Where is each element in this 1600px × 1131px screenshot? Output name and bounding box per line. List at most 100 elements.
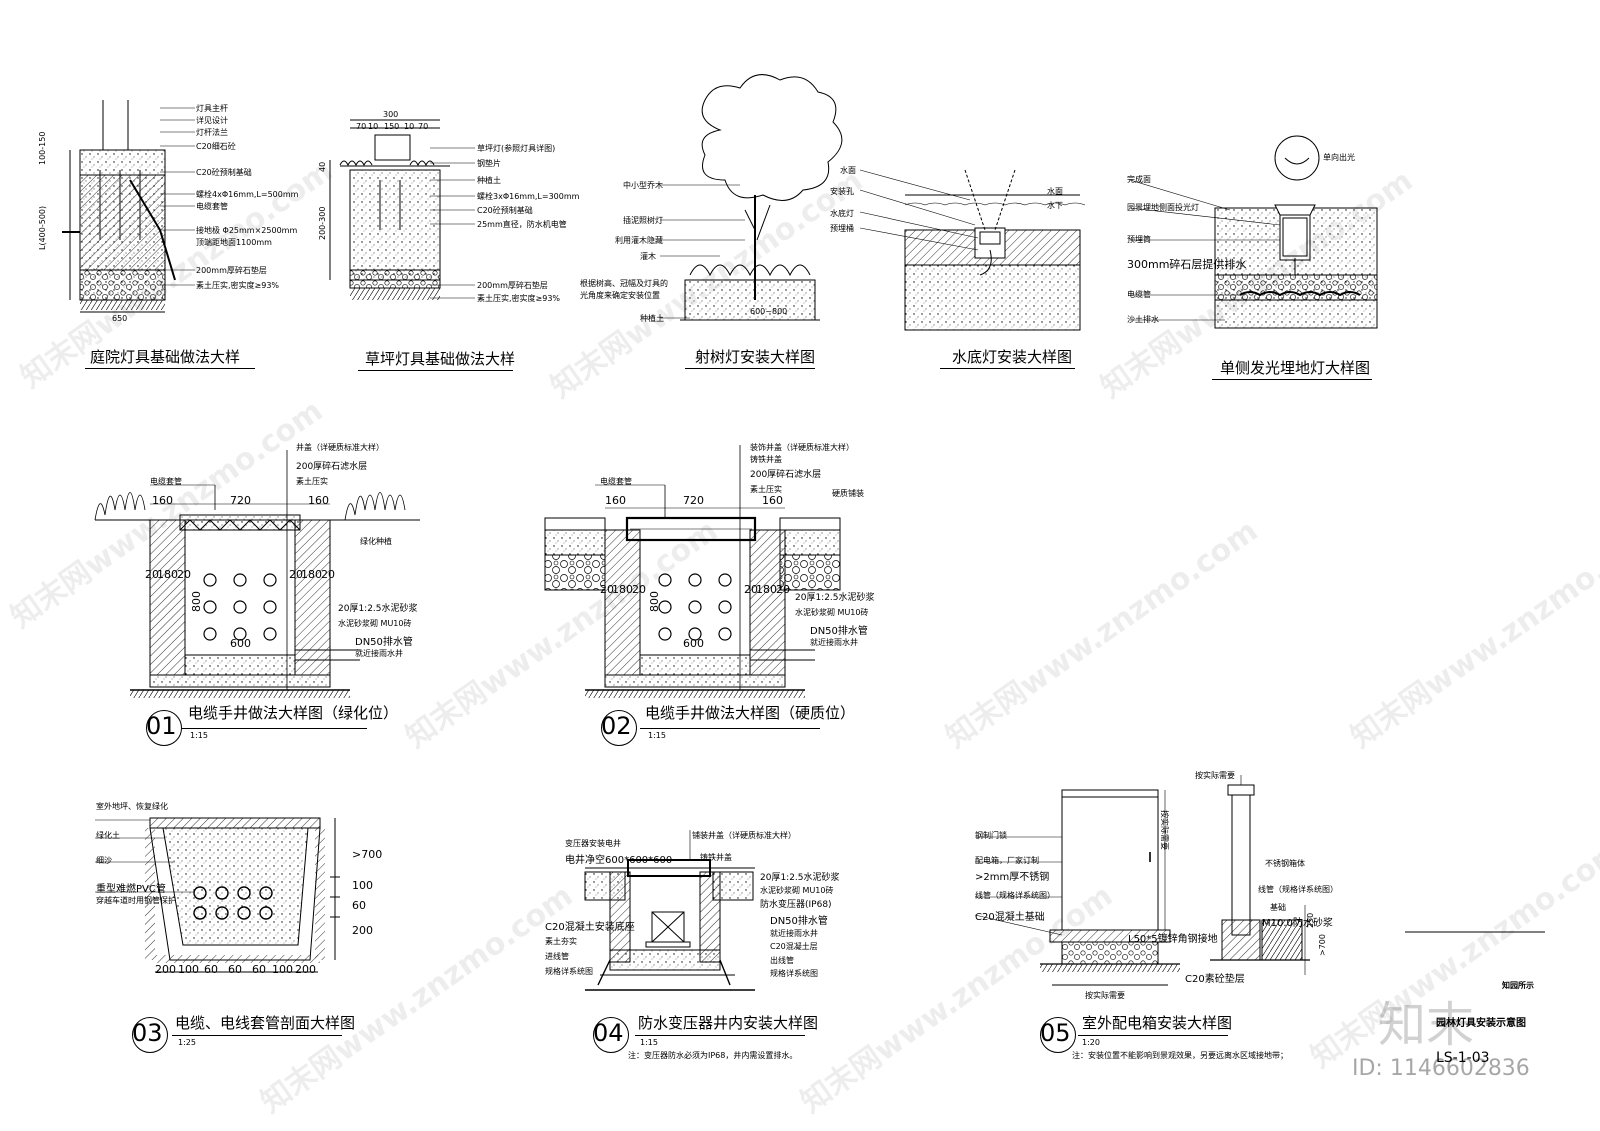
d7-label: 装饰井盖（详硬质标准大样） bbox=[750, 443, 854, 452]
d5-label: 园景埋地侧面投光灯 bbox=[1127, 203, 1199, 212]
d10-label: 按实际需要 bbox=[1085, 991, 1125, 1000]
d1-label: 电缆套管 bbox=[196, 202, 228, 211]
d1-label: 螺栓4xΦ16mm,L=500mm bbox=[196, 190, 299, 199]
d7-dim: 20 bbox=[632, 583, 646, 596]
d1-label: 灯杆法兰 bbox=[196, 128, 228, 137]
detail-scale: 1:25 bbox=[178, 1038, 196, 1047]
detail-number-circle bbox=[132, 1017, 168, 1053]
d6-dim: 160 bbox=[152, 494, 173, 507]
d9-label: C20混凝土安装底座 bbox=[545, 922, 635, 933]
d1-dim: 650 bbox=[112, 314, 128, 323]
d9-label: 规格详系统图 bbox=[545, 967, 593, 976]
d9-note: 注：变压器防水必须为IP68，井内需设置排水。 bbox=[628, 1051, 798, 1060]
detail-8-title: 电缆、电线套管剖面大样图 bbox=[175, 1014, 356, 1032]
frame-label: 知园所示 bbox=[1502, 981, 1534, 990]
d7-dim: 720 bbox=[683, 494, 704, 507]
d9-label: 规格详系统图 bbox=[770, 969, 818, 978]
d2-label: 素土压实,密实度≥93% bbox=[477, 294, 561, 303]
d7-label: 就近接雨水井 bbox=[810, 638, 858, 647]
detail-scale: 1:20 bbox=[1082, 1038, 1100, 1047]
d9-label: 变压器安装电井 bbox=[565, 839, 621, 848]
detail-10-drawing bbox=[974, 775, 1310, 986]
d10-label: M10.0防水砂浆 bbox=[1262, 918, 1333, 929]
d7-label: 素土压实 bbox=[750, 485, 782, 494]
d3-label: 光角度来确定安装位置 bbox=[580, 291, 660, 300]
d7-dim: 160 bbox=[605, 494, 626, 507]
d3-label: 插泥照树灯 bbox=[623, 216, 663, 225]
d2-dim: 300 bbox=[383, 110, 399, 119]
detail-scale: 1:15 bbox=[190, 731, 208, 740]
d9-label: 出线管 bbox=[770, 956, 794, 965]
detail-scale: 1:15 bbox=[640, 1038, 658, 1047]
detail-9-drawing bbox=[584, 830, 755, 991]
d8-label: 细沙 bbox=[96, 856, 112, 865]
d8-dim: 200 bbox=[295, 963, 316, 976]
znzmo-logo: 知末 bbox=[1378, 997, 1475, 1053]
d6-label: 200厚碎石滤水层 bbox=[296, 462, 368, 472]
d8-label: 室外地坪、恢复绿化 bbox=[96, 802, 168, 811]
d7-dim: 160 bbox=[762, 494, 783, 507]
d10-label: 线管（规格详系统图） bbox=[975, 891, 1055, 900]
detail-4-drawing bbox=[859, 169, 1086, 331]
detail-6-drawing bbox=[94, 450, 420, 698]
d2-label: 钢垫片 bbox=[477, 159, 501, 168]
d6-dim: 20 bbox=[321, 568, 335, 581]
d5-label: 沙土排水 bbox=[1127, 315, 1159, 324]
d2-dim: 150 bbox=[384, 122, 400, 131]
d8-label: 绿化土 bbox=[96, 831, 120, 840]
detail-number: 05 bbox=[1040, 1019, 1071, 1047]
title-underline bbox=[635, 1035, 805, 1036]
d10-label: 线管（规格详系统图） bbox=[1258, 885, 1338, 894]
detail-number: 01 bbox=[146, 712, 177, 740]
d4-label: 预埋桶 bbox=[830, 224, 854, 233]
d9-label: 进线管 bbox=[545, 952, 569, 961]
d2-label: 草坪灯(参照灯具详图) bbox=[477, 144, 556, 153]
d4-label: 水面 bbox=[840, 166, 856, 175]
d5-label: 预埋筒 bbox=[1127, 235, 1151, 244]
d7-dim: 800 bbox=[648, 591, 661, 612]
d3-label: 种植土 bbox=[640, 314, 664, 323]
d6-label: 素土压实 bbox=[296, 477, 328, 486]
d4-label: 水面 bbox=[1047, 187, 1063, 196]
title-underline bbox=[182, 728, 367, 729]
d7-label: 铸铁井盖 bbox=[750, 455, 782, 464]
drawing-number: LS-1-03 bbox=[1436, 1050, 1490, 1066]
d9-label: 防水变压器(IP68) bbox=[760, 900, 832, 910]
title-underline bbox=[1078, 1035, 1228, 1036]
d10-dim: >700 bbox=[1318, 934, 1327, 956]
detail-9-title: 防水变压器井内安装大样图 bbox=[638, 1014, 819, 1032]
detail-1-drawing bbox=[62, 100, 195, 313]
d1-label: C20细石砼 bbox=[196, 142, 236, 151]
d10-label: 按实际需要 bbox=[1160, 810, 1169, 850]
title-underline bbox=[940, 368, 1075, 369]
d2-dim: 40 bbox=[318, 161, 327, 172]
detail-8-drawing bbox=[95, 817, 340, 973]
detail-number-circle bbox=[146, 710, 182, 746]
d6-dim: 20 bbox=[289, 568, 303, 581]
d8-dim: >700 bbox=[352, 848, 383, 861]
d2-label: C20砼预制基础 bbox=[477, 206, 533, 215]
d10-label: 基础 bbox=[1270, 903, 1286, 912]
detail-7-drawing bbox=[544, 445, 841, 698]
d8-label: 重型难燃PVC管 bbox=[96, 884, 166, 895]
id-label: ID: 1146602836 bbox=[1352, 1056, 1530, 1081]
d9-label: C20混凝土层 bbox=[770, 942, 818, 951]
d8-dim: 200 bbox=[155, 963, 176, 976]
d10-label: 按实际需要 bbox=[1195, 771, 1235, 780]
d2-dim: 70 bbox=[356, 122, 367, 131]
d6-dim: 20 bbox=[177, 568, 191, 581]
d4-label: 水下 bbox=[1047, 201, 1063, 210]
d9-label: 铸铁井盖 bbox=[700, 853, 732, 862]
d4-label: 水底灯 bbox=[830, 209, 854, 218]
detail-4-title: 水底灯安装大样图 bbox=[952, 348, 1073, 366]
d9-label: 电井净空600*600*600 bbox=[565, 855, 673, 866]
d6-dim: 600 bbox=[230, 637, 251, 650]
d2-label: 25mm直径，防水机电管 bbox=[477, 220, 567, 229]
d6-label: 水泥砂浆砌 MU10砖 bbox=[338, 619, 412, 628]
d8-dim: 60 bbox=[252, 963, 266, 976]
d6-dim: 720 bbox=[230, 494, 251, 507]
d6-dim: 160 bbox=[308, 494, 329, 507]
d6-label: 井盖（详硬质标准大样） bbox=[296, 443, 384, 452]
d7-dim: 180 bbox=[612, 583, 633, 596]
